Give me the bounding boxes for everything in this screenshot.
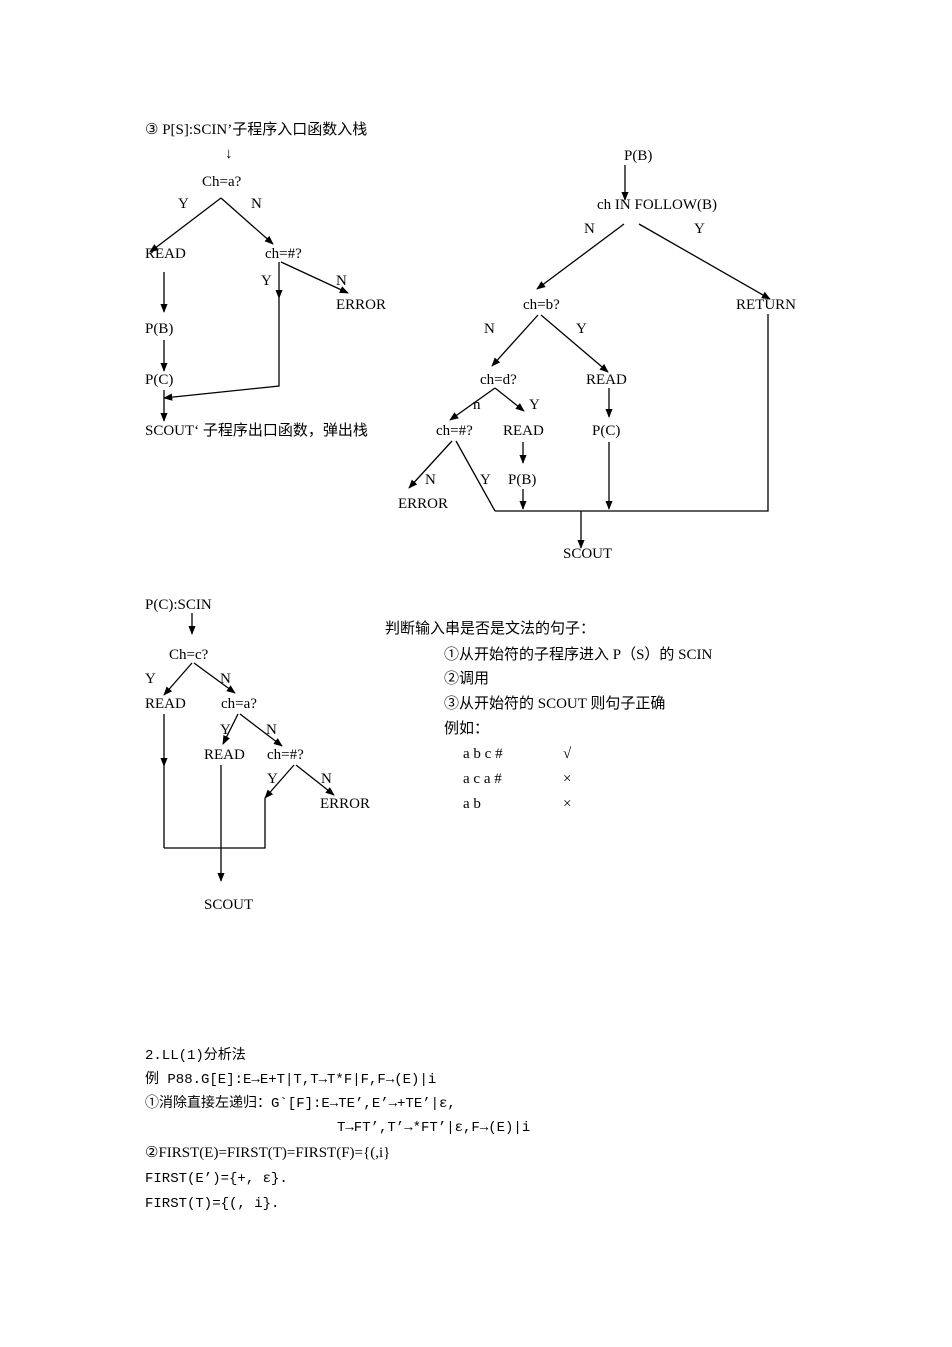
flowchart-pc: P(C):SCIN Ch=c? Y N READ ch=a? Y N READ … (145, 597, 370, 913)
node-ch-c: Ch=c? (169, 647, 209, 663)
edge-ch-a-to-read (222, 713, 239, 745)
ll1-first-e-prime: FIRST(E’)={+, ε}. (145, 1171, 288, 1187)
label-y: Y (529, 397, 540, 413)
example-input: a b c # (463, 746, 503, 762)
edge-follow-to-ch-b (536, 223, 625, 290)
label-y: Y (178, 196, 189, 212)
node-ch-in-follow: ch IN FOLLOW(B) (597, 197, 717, 213)
edge-hash-merge (164, 798, 266, 849)
node-scout: SCOUT (563, 546, 612, 562)
example-input: a b (463, 796, 481, 812)
node-scout: SCOUT‘ 子程序出口函数，弹出栈 (145, 422, 368, 439)
label-n: N (336, 273, 347, 289)
node-pc: P(C) (145, 372, 173, 388)
label-y: Y (267, 771, 278, 787)
edge-ch-hash-to-merge (455, 440, 496, 512)
judge-section: 判断输入串是否是文法的句子： ①从开始符的子程序进入 P（S）的 SCIN ②调… (385, 620, 713, 812)
node-read-1: READ (586, 372, 627, 388)
edge-ch-d-to-ch-hash (449, 387, 496, 421)
node-error: ERROR (320, 796, 370, 812)
ll1-eliminate-recursion-cont: T→FT’,T’→*FT’|ε,F→(E)|i (337, 1120, 530, 1136)
node-pb: P(B) (145, 321, 173, 337)
edge-ch-hash-to-error (295, 764, 335, 796)
label-n: N (425, 472, 436, 488)
example-input: a c a # (463, 771, 502, 787)
judge-step-2: ②调用 (444, 670, 489, 687)
node-read-2: READ (204, 747, 245, 763)
label-y: Y (694, 221, 705, 237)
edge-merge-to-pc (163, 298, 280, 401)
node-pc: P(C) (592, 423, 620, 439)
ll1-title: 2.LL(1)分析法 (145, 1047, 246, 1064)
ll1-eliminate-recursion: ①消除直接左递归：G`[F]:E→TE’,E’→+TE’|ε, (145, 1094, 456, 1112)
judge-example-label: 例如： (444, 720, 489, 737)
edge-return-to-merge (495, 314, 769, 512)
node-ch-a: ch=a? (221, 696, 257, 712)
flowchart-pb: P(B) ch IN FOLLOW(B) N Y ch=b? RETURN N … (398, 148, 796, 562)
edge-ch-a-to-read (149, 197, 222, 253)
label-n: N (484, 321, 495, 337)
label-y: Y (261, 273, 272, 289)
label-y: Y (145, 671, 156, 687)
node-pb-call: P(B) (508, 472, 536, 488)
entry-arrow-glyph: ↓ (225, 146, 233, 162)
edge-ch-hash-to-error (408, 440, 453, 489)
judge-step-3: ③从开始符的 SCOUT 则句子正确 (444, 695, 665, 712)
label-n: N (220, 671, 231, 687)
judge-step-1: ①从开始符的子程序进入 P（S）的 SCIN (444, 646, 713, 663)
ll1-first-t: FIRST(T)={(, i}. (145, 1196, 279, 1212)
label-n: N (251, 196, 262, 212)
label-n: N (321, 771, 332, 787)
label-n-small: n (473, 397, 481, 413)
ll1-grammar: 例 P88.G[E]:E→E+T|T,T→T*F|F,F→(E)|i (145, 1071, 436, 1088)
edge-ch-a-to-ch-hash (239, 713, 283, 747)
flowchart-pc-heading: P(C):SCIN (145, 597, 212, 613)
edge-ch-d-to-read (494, 387, 525, 412)
node-scout: SCOUT (204, 897, 253, 913)
edge-ch-b-to-ch-d (491, 314, 539, 367)
edge-ch-c-to-read (163, 662, 193, 696)
edge-follow-to-return (638, 223, 771, 300)
label-n: N (584, 221, 595, 237)
node-ch-hash: ch=#? (267, 747, 304, 763)
label-y: Y (576, 321, 587, 337)
node-ch-d: ch=d? (480, 372, 517, 388)
flowchart-ps-heading: ③ P[S]:SCIN’子程序入口函数入栈 (145, 121, 367, 138)
node-ch-hash: ch=#? (436, 423, 473, 439)
edge-ch-b-to-read (540, 314, 609, 373)
edge-ch-hash-to-error (280, 261, 349, 294)
label-y: Y (480, 472, 491, 488)
node-ch-b: ch=b? (523, 297, 560, 313)
edge-ch-hash-down (264, 764, 295, 799)
node-error: ERROR (336, 297, 386, 313)
node-pb-entry: P(B) (624, 148, 652, 164)
node-read: READ (145, 246, 186, 262)
judge-title: 判断输入串是否是文法的句子： (385, 620, 595, 637)
example-result: × (563, 796, 571, 812)
node-error: ERROR (398, 496, 448, 512)
label-n: N (266, 722, 277, 738)
example-result: × (563, 771, 571, 787)
node-read-1: READ (145, 696, 186, 712)
node-ch-hash: ch=#? (265, 246, 302, 262)
example-result: √ (563, 746, 572, 762)
node-return: RETURN (736, 297, 796, 313)
node-read-2: READ (503, 423, 544, 439)
label-y: Y (220, 722, 231, 738)
edge-ch-c-to-ch-a (193, 662, 236, 694)
ll1-section: 2.LL(1)分析法 例 P88.G[E]:E→E+T|T,T→T*F|F,F→… (145, 1047, 530, 1212)
edge-ch-a-to-ch-hash (220, 197, 274, 245)
flowchart-ps: ③ P[S]:SCIN’子程序入口函数入栈 ↓ Ch=a? Y N READ c… (145, 121, 386, 439)
node-ch-a: Ch=a? (202, 174, 242, 190)
ll1-first-e: ②FIRST(E)=FIRST(T)=FIRST(F)={(,i} (145, 1145, 390, 1161)
